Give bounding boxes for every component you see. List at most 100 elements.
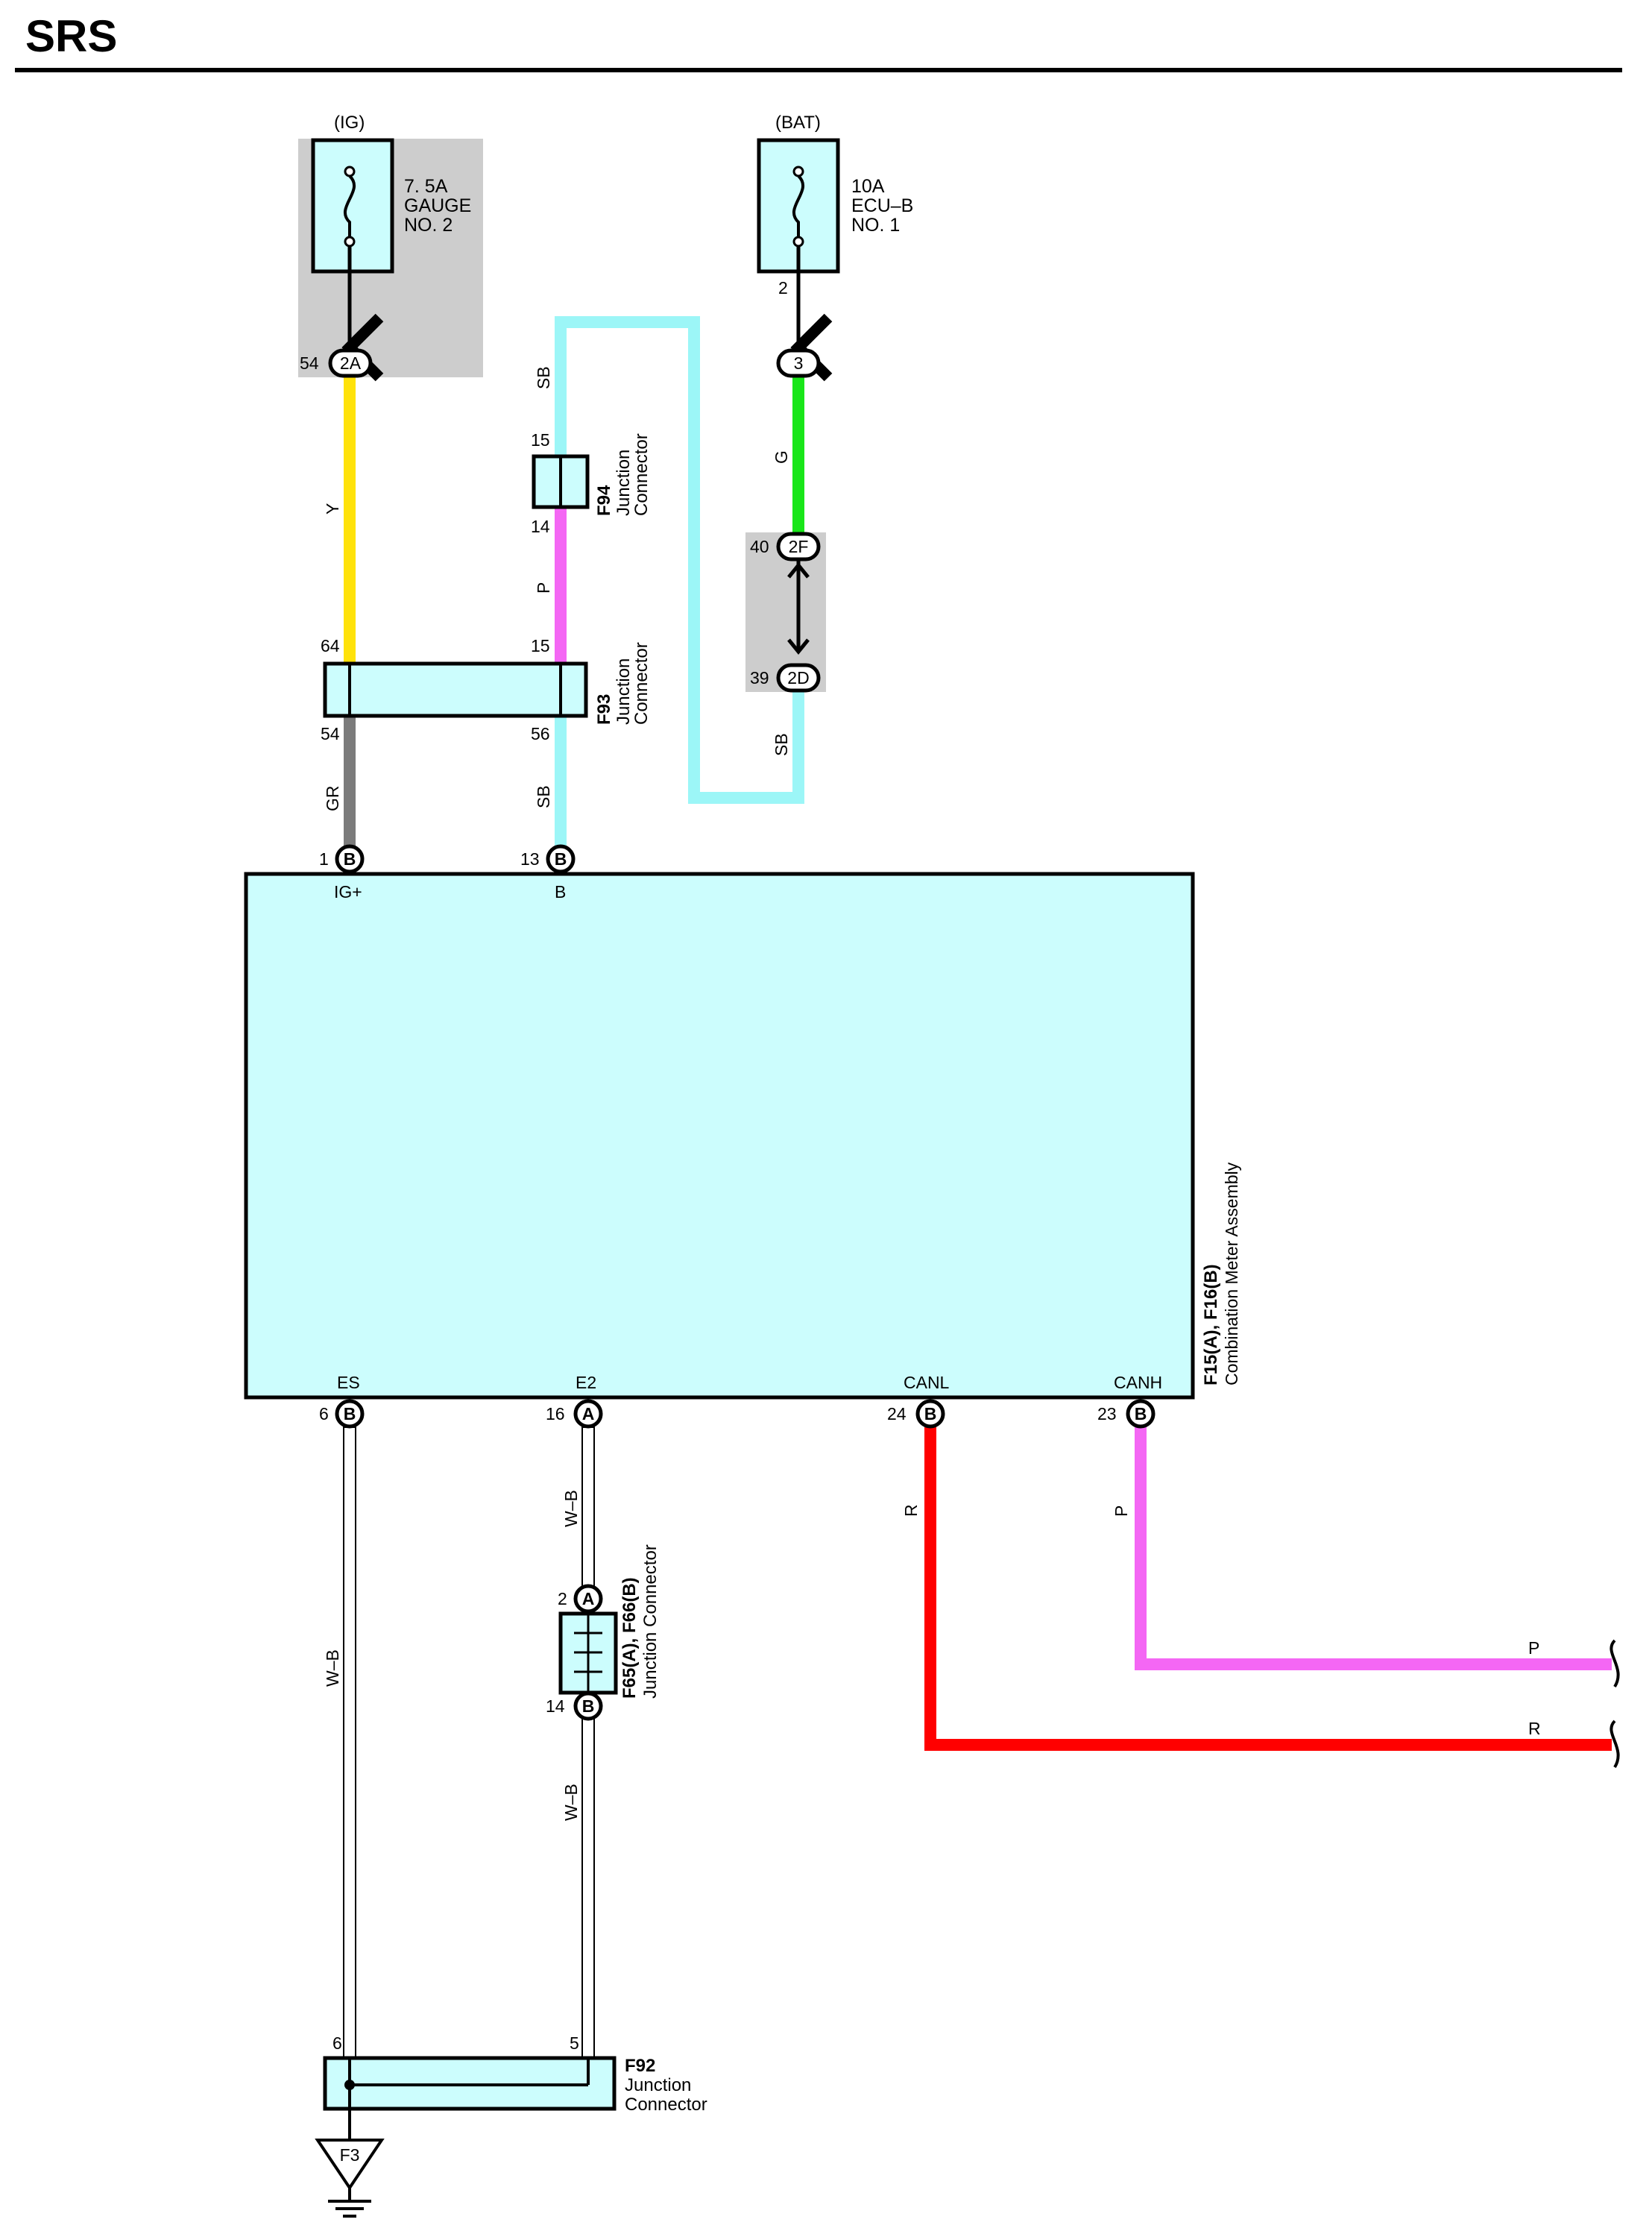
meter-pin-ig: B	[335, 844, 365, 874]
f93-pin-56: 56	[531, 724, 550, 743]
meter-pin-e2-number: 16	[546, 1404, 565, 1423]
wire-break-p	[1610, 1639, 1620, 1688]
wire-gr	[344, 716, 356, 859]
meter-pin-e2: A	[573, 1399, 603, 1429]
wire-label-wb-es: W–B	[323, 1649, 342, 1687]
wire-label-r-canl: R	[901, 1504, 921, 1517]
svg-text:2D: 2D	[787, 668, 809, 688]
wire-label-y: Y	[323, 503, 342, 515]
svg-text:B: B	[344, 849, 356, 869]
wire-label-p-canh: P	[1112, 1506, 1131, 1517]
ground-label: F3	[340, 2145, 360, 2165]
fuse-ig	[311, 138, 394, 382]
f92-pin-6: 6	[332, 2033, 342, 2053]
svg-text:A: A	[582, 1404, 595, 1423]
junction-f65-top-pin: A	[573, 1584, 603, 1614]
meter-pin-canh: B	[1126, 1399, 1156, 1429]
wire-sb-loop	[555, 316, 804, 804]
connector-2a: 2A	[328, 348, 373, 378]
meter-pin-ig-number: 1	[319, 849, 329, 869]
wire-label-p-out: P	[1528, 1638, 1539, 1658]
meter-pin-es: B	[335, 1399, 365, 1429]
meter-pin-b-number: 13	[520, 849, 540, 869]
page-title: SRS	[25, 11, 118, 61]
bat-fuse-number: NO. 1	[851, 215, 900, 236]
f94-name-line2: Connector	[631, 433, 652, 516]
ig-fuse-name: GAUGE	[404, 195, 471, 216]
junction-f94	[532, 454, 590, 509]
f94-pin-top: 15	[531, 430, 550, 450]
connector-2f-2d-link	[787, 561, 810, 655]
bat-fuse-pin: 2	[778, 278, 788, 298]
wire-label-gr: GR	[323, 786, 342, 812]
meter-pin-canh-number: 23	[1097, 1404, 1117, 1423]
wire-break-r	[1610, 1720, 1620, 1769]
meter-pin-es-number: 6	[319, 1404, 329, 1423]
meter-pin-b: B	[546, 844, 576, 874]
fuse-bat	[757, 138, 840, 382]
meter-pin-e2-name: E2	[576, 1373, 596, 1392]
connector-2d: 2D	[776, 663, 821, 693]
bat-fuse-name: ECU–B	[851, 195, 913, 216]
ground-symbol	[315, 2109, 385, 2218]
junction-f65-bottom-pin: B	[573, 1691, 603, 1721]
connector-2d-pin: 39	[750, 668, 769, 688]
f93-code: F93	[594, 694, 614, 725]
svg-text:B: B	[924, 1404, 937, 1423]
wire-wb-es	[343, 1426, 356, 2071]
meter-name: Combination Meter Assembly	[1222, 1162, 1241, 1385]
junction-f92	[323, 2056, 617, 2111]
wire-label-r-out: R	[1528, 1719, 1541, 1738]
combination-meter-box	[244, 872, 1195, 1400]
wire-label-p-f94: P	[534, 582, 553, 594]
connector-3: 3	[776, 348, 821, 378]
svg-text:B: B	[1135, 1404, 1147, 1423]
wire-p-canh	[1135, 1427, 1612, 1670]
f93-pin-64: 64	[321, 636, 340, 655]
wire-label-g: G	[772, 450, 791, 464]
f93-name-line2: Connector	[631, 642, 652, 725]
f92-pin-5: 5	[570, 2033, 579, 2053]
meter-code: F15(A), F16(B)	[1201, 1264, 1221, 1385]
bat-supply-label: (BAT)	[775, 113, 821, 133]
svg-text:B: B	[555, 849, 567, 869]
connector-2a-pin: 54	[300, 353, 319, 373]
wire-label-sb-top: SB	[534, 366, 553, 389]
f65-name: Junction Connector	[640, 1544, 661, 1699]
ig-fuse-rating: 7. 5A	[404, 176, 448, 197]
svg-text:B: B	[344, 1404, 356, 1423]
wire-p-f94	[555, 507, 567, 664]
wire-label-sb-bat: SB	[772, 733, 791, 756]
svg-text:2A: 2A	[340, 353, 362, 373]
meter-pin-ig-name: IG+	[334, 882, 362, 902]
svg-text:2F: 2F	[789, 537, 809, 556]
f93-pin-54: 54	[321, 724, 340, 743]
svg-text:B: B	[582, 1696, 595, 1716]
meter-pin-es-name: ES	[337, 1373, 360, 1392]
connector-2f: 2F	[776, 532, 821, 561]
junction-f65	[558, 1611, 618, 1695]
f65-top-pin-number: 2	[558, 1589, 567, 1608]
wire-wb-e2	[581, 1426, 595, 2071]
wire-label-sb-f93: SB	[534, 785, 553, 808]
meter-pin-canl-number: 24	[887, 1404, 907, 1423]
connector-2f-pin: 40	[750, 537, 769, 556]
ig-fuse-number: NO. 2	[404, 215, 453, 236]
wire-label-wb-e2-lower: W–B	[561, 1784, 581, 1821]
junction-f93	[323, 661, 588, 718]
f92-code: F92	[625, 2056, 655, 2076]
meter-pin-canl-name: CANL	[904, 1373, 950, 1392]
wire-g	[792, 373, 804, 534]
f92-name-line1: Junction	[625, 2075, 691, 2095]
wire-sb-f93	[555, 716, 567, 859]
ig-supply-label: (IG)	[334, 113, 365, 133]
f94-pin-bottom: 14	[531, 517, 550, 536]
bat-fuse-rating: 10A	[851, 176, 885, 197]
f93-pin-15: 15	[531, 636, 550, 655]
meter-pin-canh-name: CANH	[1114, 1373, 1162, 1392]
f92-name-line2: Connector	[625, 2095, 707, 2115]
wire-label-wb-e2-upper: W–B	[561, 1490, 581, 1527]
f93-name-line1: Junction	[614, 658, 634, 725]
meter-pin-b-name: B	[555, 882, 566, 902]
